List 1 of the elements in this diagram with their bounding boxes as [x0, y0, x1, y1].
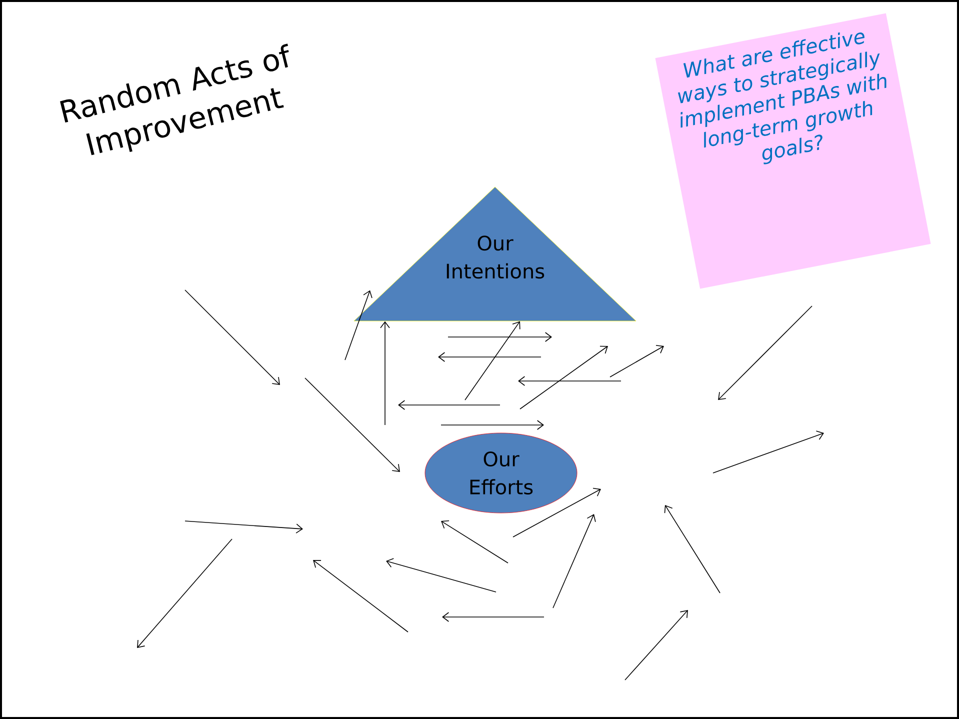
triangle: Our Intentions — [354, 186, 636, 322]
